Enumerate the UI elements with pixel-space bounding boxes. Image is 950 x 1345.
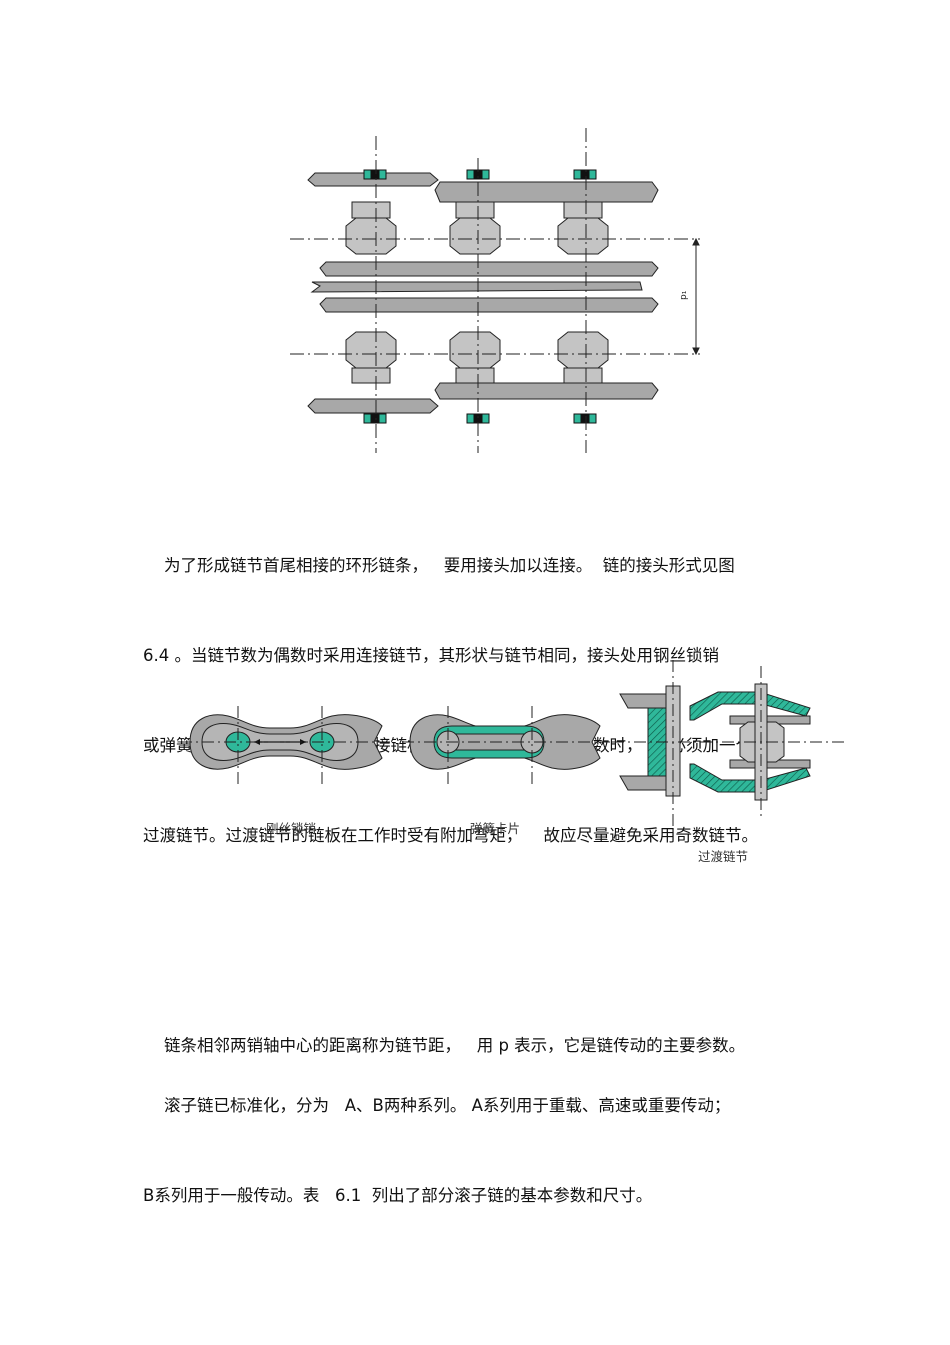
paragraph-line: 滚子链已标准化，分为 A、B两种系列。 A系列用于重载、高速或重要传动； [143,1096,731,1115]
caption-spring-clip: 弹簧卡片 [470,821,521,836]
paragraph-line: B系列用于一般传动。表 6.1 列出了部分滚子链的基本参数和尺寸。 [143,1186,653,1205]
paragraph-line: 过渡链节。过渡链节的链板在工作时受有附加弯矩， 故应尽量避免采用奇数链节。 [143,826,758,845]
wire-lock-pin-joint [180,706,390,786]
paragraph-line: 6.4 。当链节数为偶数时采用连接链节，其形状与链节相同，接头处用钢丝锁销 [143,646,719,665]
caption-transition-link: 过渡链节 [698,849,749,864]
transition-link-joint [612,660,846,832]
paragraph-chain-pitch: 链条相邻两销轴中心的距离称为链节距， 用 p 表示，它是链传动的主要参数。 [143,971,823,1091]
dimension-label-p1: p₁ [679,290,689,300]
spring-clip-joint [402,706,610,786]
paragraph-chain-series: 滚子链已标准化，分为 A、B两种系列。 A系列用于重载、高速或重要传动； B系列… [143,1031,823,1241]
double-roller-chain-figure: p₁ [290,128,700,453]
paragraph-line: 链条相邻两销轴中心的距离称为链节距， 用 p 表示，它是链传动的主要参数。 [143,1036,746,1055]
chain-joint-forms-figure [180,660,846,832]
paragraph-line: 为了形成链节首尾相接的环形链条， 要用接头加以连接。 链的接头形式见图 [143,556,735,575]
caption-wire-lock-pin: 刚丝锁销 [266,821,317,836]
